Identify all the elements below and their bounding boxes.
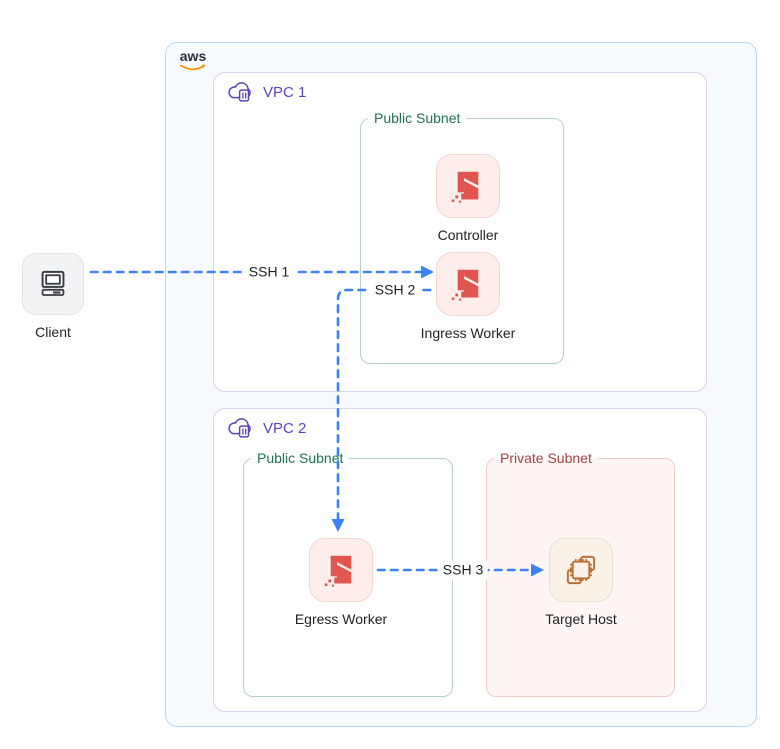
vpc1-public-subnet-label: Public Subnet (368, 108, 467, 128)
controller-label: Controller (437, 227, 499, 243)
ssh3-label: SSH 3 (437, 560, 489, 580)
vpc2-label: VPC 2 (263, 419, 307, 437)
vpc2-private-subnet-label: Private Subnet (494, 448, 598, 468)
vpc2-public-subnet-label: Public Subnet (251, 448, 350, 468)
boundary-icon (451, 171, 479, 203)
controller-node (436, 154, 500, 218)
aws-logo: aws (178, 49, 208, 73)
client-label: Client (35, 324, 71, 340)
target-host-label: Target Host (545, 611, 617, 627)
vpc-cloud-icon (228, 82, 251, 102)
ingress-worker-label: Ingress Worker (420, 325, 516, 341)
ingress-worker-node (436, 252, 500, 316)
target-host-node (549, 538, 613, 602)
vpc1-label: VPC 1 (263, 83, 307, 101)
chip-icon (566, 555, 596, 585)
ssh1-label: SSH 1 (243, 262, 295, 282)
boundary-icon (451, 269, 479, 301)
boundary-icon (324, 555, 352, 587)
vpc2-label-row: VPC 2 (226, 416, 306, 440)
ssh2-label: SSH 2 (369, 280, 421, 300)
vpc1-label-row: VPC 1 (226, 80, 306, 104)
egress-worker-node (309, 538, 373, 602)
computer-icon (41, 270, 65, 296)
egress-worker-label: Egress Worker (294, 611, 388, 627)
vpc-cloud-icon (228, 418, 251, 438)
client-node (22, 253, 84, 315)
aws-logo-text: aws (179, 48, 207, 64)
aws-smile-icon (180, 64, 206, 71)
